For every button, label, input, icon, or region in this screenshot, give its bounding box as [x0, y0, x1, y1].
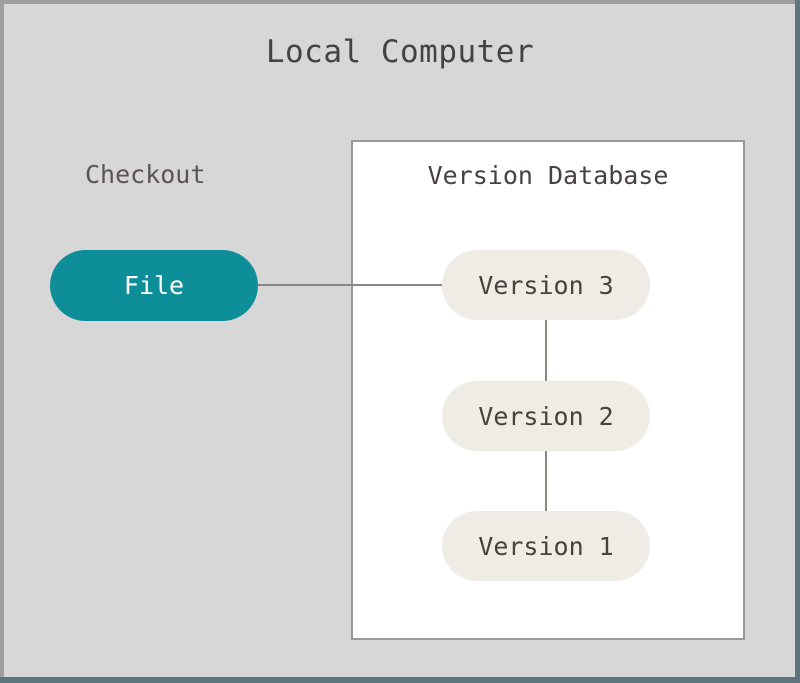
frame-right-shadow	[795, 0, 800, 683]
node-version-2[interactable]: Version 2	[442, 381, 650, 451]
edge-file-to-version-3	[258, 284, 444, 286]
frame-bottom-shadow	[0, 677, 800, 683]
edge-version-3-to-version-2	[545, 320, 547, 382]
diagram-title: Local Computer	[265, 34, 535, 70]
version-database-title: Version Database	[427, 161, 669, 190]
edge-version-2-to-version-1	[545, 450, 547, 512]
frame-top-edge	[0, 0, 800, 2]
checkout-label: Checkout	[85, 160, 206, 189]
node-version-3[interactable]: Version 3	[442, 250, 650, 320]
node-file[interactable]: File	[50, 250, 258, 321]
node-version-1[interactable]: Version 1	[442, 511, 650, 581]
